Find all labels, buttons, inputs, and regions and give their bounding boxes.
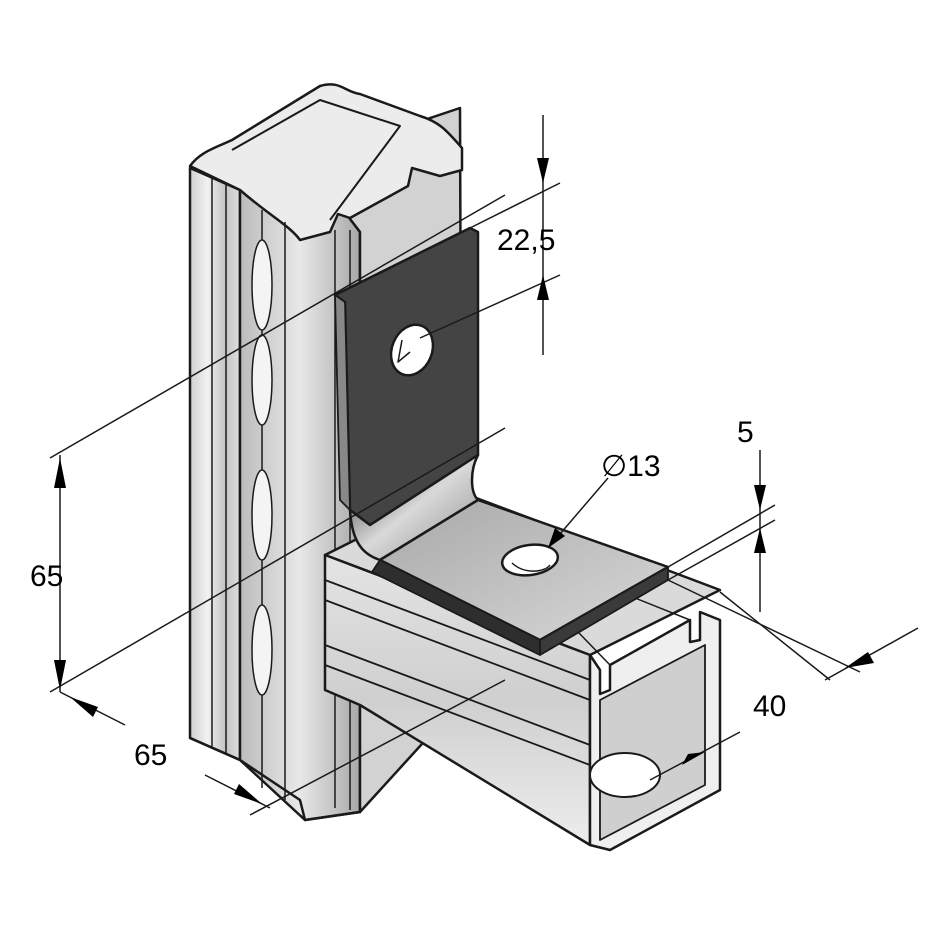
dim-post-depth: 65: [134, 739, 167, 772]
dim-post-height: 65: [30, 560, 63, 593]
bracket-hole-lower: [500, 543, 560, 577]
dim-hole-diameter: ∅13: [601, 450, 661, 483]
dim-thickness: 5: [737, 416, 754, 449]
dim-channel-width: 40: [753, 690, 786, 723]
angle-bracket: [333, 226, 670, 656]
dimension-labels: 22,5 ∅13 5 40 65 65: [30, 224, 786, 772]
dimension-lines: [49, 115, 919, 816]
dim-bracket-top: 22,5: [497, 224, 555, 257]
post-front-face: [188, 166, 242, 762]
